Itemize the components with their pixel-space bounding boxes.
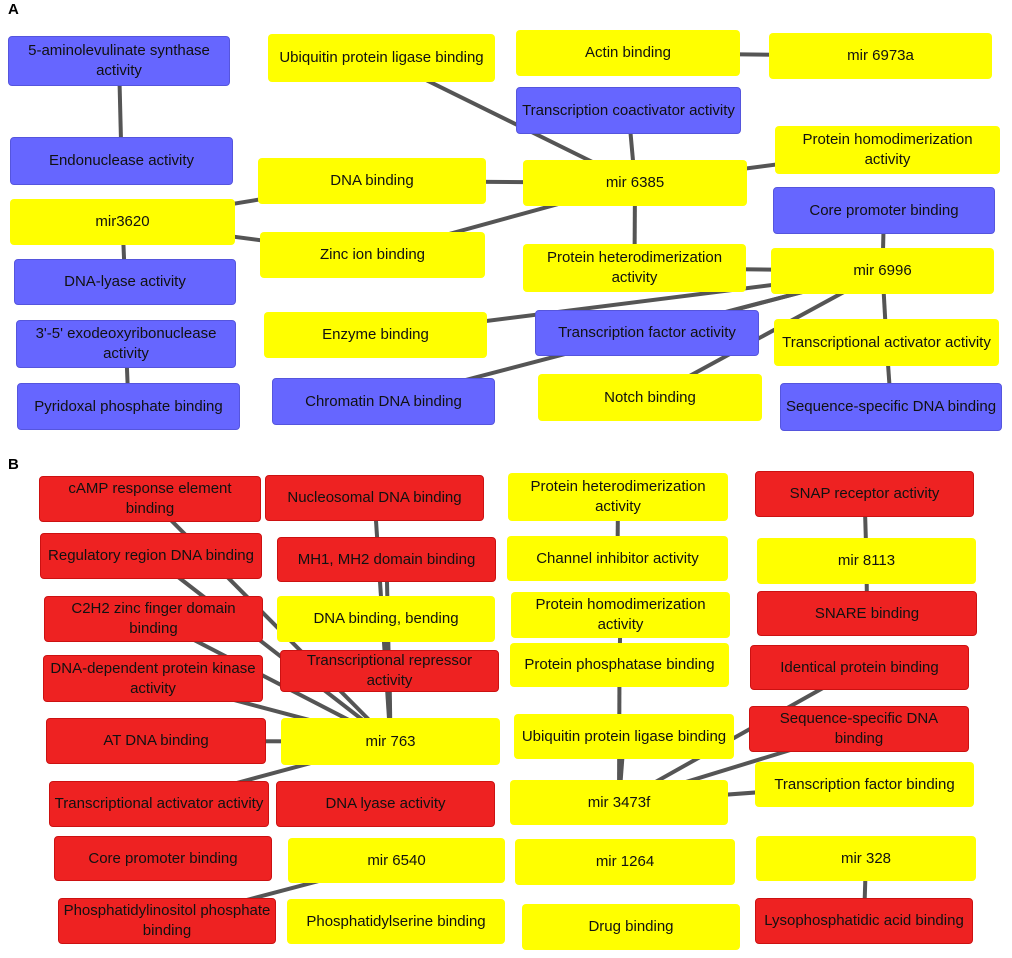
edge-b_regulatory-b_mir763 (149, 554, 392, 744)
node-mh1-mh2-domain-binding[interactable]: MH1, MH2 domain binding (277, 537, 496, 582)
node-5-aminolevulinate-synthase-activity[interactable]: 5-aminolevulinate synthase activity (8, 36, 230, 86)
node-mir-763[interactable]: mir 763 (281, 718, 500, 765)
node-dna-lyase-activity[interactable]: DNA lyase activity (276, 781, 495, 827)
panel-a-label: A (8, 1, 19, 18)
node-sequence-specific-dna-binding[interactable]: Sequence-specific DNA binding (780, 383, 1002, 431)
node-regulatory-region-dna-binding[interactable]: Regulatory region DNA binding (40, 533, 262, 579)
node-channel-inhibitor-activity[interactable]: Channel inhibitor activity (507, 536, 728, 581)
node-core-promoter-binding[interactable]: Core promoter binding (773, 187, 995, 234)
node-mir-3473f[interactable]: mir 3473f (510, 780, 728, 825)
node-protein-heterodimerization-activity[interactable]: Protein heterodimerization activity (523, 244, 746, 292)
node-snap-receptor-activity[interactable]: SNAP receptor activity (755, 471, 974, 517)
node-dna-binding[interactable]: DNA binding (258, 158, 486, 204)
node-3-5-exodeoxyribonuclease-activity[interactable]: 3'-5' exodeoxyribonuclease activity (16, 320, 236, 368)
node-protein-homodimerization-activity[interactable]: Protein homodimerization activity (511, 592, 730, 638)
node-enzyme-binding[interactable]: Enzyme binding (264, 312, 487, 358)
node-dna-binding-bending[interactable]: DNA binding, bending (277, 596, 495, 642)
node-snare-binding[interactable]: SNARE binding (757, 591, 977, 636)
node-mir-6385[interactable]: mir 6385 (523, 160, 747, 206)
node-protein-homodimerization-activity[interactable]: Protein homodimerization activity (775, 126, 1000, 174)
node-nucleosomal-dna-binding[interactable]: Nucleosomal DNA binding (265, 475, 484, 521)
node-mir-6996[interactable]: mir 6996 (771, 248, 994, 294)
node-actin-binding[interactable]: Actin binding (516, 30, 740, 76)
node-transcriptional-activator-activity[interactable]: Transcriptional activator activity (49, 781, 269, 827)
node-protein-heterodimerization-activity[interactable]: Protein heterodimerization activity (508, 473, 728, 521)
node-chromatin-dna-binding[interactable]: Chromatin DNA binding (272, 378, 495, 425)
panel-b-label: B (8, 456, 19, 473)
node-mir-8113[interactable]: mir 8113 (757, 538, 976, 584)
node-mir3620[interactable]: mir3620 (10, 199, 235, 245)
node-dna-lyase-activity[interactable]: DNA-lyase activity (14, 259, 236, 305)
node-drug-binding[interactable]: Drug binding (522, 904, 740, 950)
node-camp-response-element-binding[interactable]: cAMP response element binding (39, 476, 261, 522)
node-protein-phosphatase-binding[interactable]: Protein phosphatase binding (510, 643, 729, 687)
node-at-dna-binding[interactable]: AT DNA binding (46, 718, 266, 764)
node-transcription-factor-activity[interactable]: Transcription factor activity (535, 310, 759, 356)
node-transcription-factor-binding[interactable]: Transcription factor binding (755, 762, 974, 807)
node-core-promoter-binding[interactable]: Core promoter binding (54, 836, 272, 881)
node-ubiquitin-protein-ligase-binding[interactable]: Ubiquitin protein ligase binding (514, 714, 734, 759)
node-phosphatidylinositol-phosphate-binding[interactable]: Phosphatidylinositol phosphate binding (58, 898, 276, 944)
node-endonuclease-activity[interactable]: Endonuclease activity (10, 137, 233, 185)
node-transcription-coactivator-activity[interactable]: Transcription coactivator activity (516, 87, 741, 134)
node-notch-binding[interactable]: Notch binding (538, 374, 762, 421)
node-identical-protein-binding[interactable]: Identical protein binding (750, 645, 969, 690)
node-zinc-ion-binding[interactable]: Zinc ion binding (260, 232, 485, 278)
node-mir-6973a[interactable]: mir 6973a (769, 33, 992, 79)
node-sequence-specific-dna-binding[interactable]: Sequence-specific DNA binding (749, 706, 969, 752)
node-pyridoxal-phosphate-binding[interactable]: Pyridoxal phosphate binding (17, 383, 240, 430)
node-dna-dependent-protein-kinase-activity[interactable]: DNA-dependent protein kinase activity (43, 655, 263, 702)
node-mir-1264[interactable]: mir 1264 (515, 839, 735, 885)
node-lysophosphatidic-acid-binding[interactable]: Lysophosphatidic acid binding (755, 898, 973, 944)
node-mir-6540[interactable]: mir 6540 (288, 838, 505, 883)
node-ubiquitin-protein-ligase-binding[interactable]: Ubiquitin protein ligase binding (268, 34, 495, 82)
node-phosphatidylserine-binding[interactable]: Phosphatidylserine binding (287, 899, 505, 944)
node-transcriptional-repressor-activity[interactable]: Transcriptional repressor activity (280, 650, 499, 692)
node-transcriptional-activator-activity[interactable]: Transcriptional activator activity (774, 319, 999, 366)
node-c2h2-zinc-finger-domain-binding[interactable]: C2H2 zinc finger domain binding (44, 596, 263, 642)
node-mir-328[interactable]: mir 328 (756, 836, 976, 881)
